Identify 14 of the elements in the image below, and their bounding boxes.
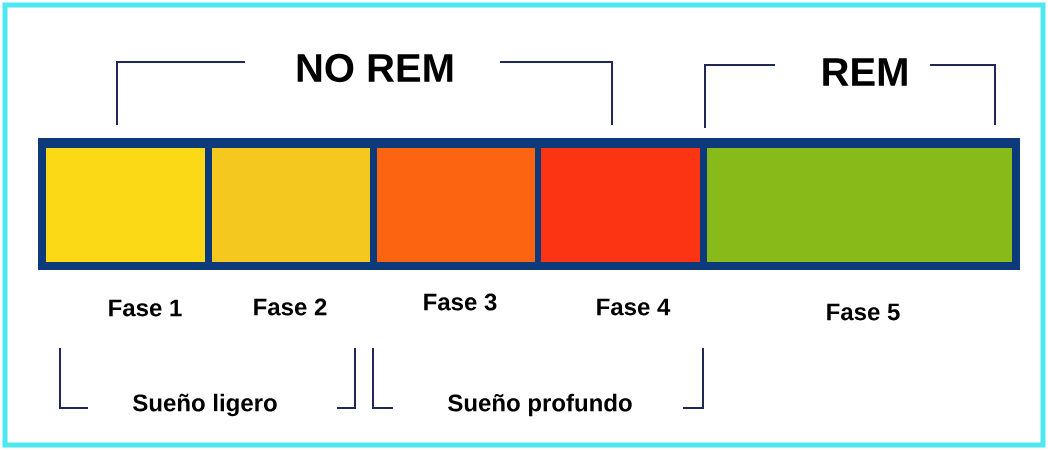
stage-box: [377, 148, 535, 262]
stage-box: [46, 148, 205, 262]
stage-box: [212, 148, 370, 262]
group-label: Sueño ligero: [133, 393, 277, 417]
group-label: NO REM: [297, 53, 453, 83]
stage-label: Fase 4: [597, 298, 671, 316]
stage-label: Fase 1: [109, 299, 182, 317]
group-label: REM: [823, 58, 907, 86]
stage-label: Fase 2: [254, 298, 327, 316]
group-label: Sueño profundo: [448, 393, 632, 417]
stage-label: Fase 3: [424, 293, 497, 311]
stage-label: Fase 5: [827, 303, 900, 321]
stage-box: [707, 148, 1012, 262]
stage-box: [541, 148, 700, 262]
